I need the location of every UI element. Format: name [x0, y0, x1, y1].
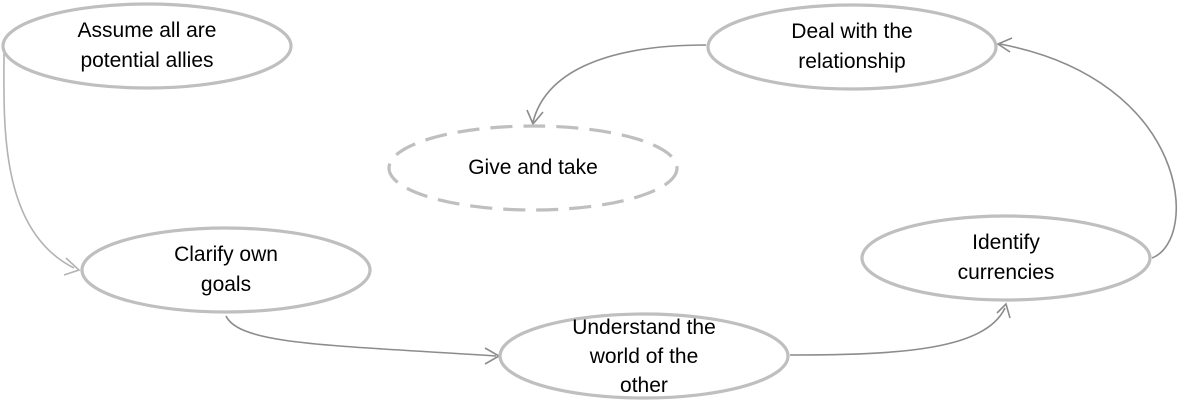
node-deal-label: Deal with the relationship: [791, 20, 913, 73]
node-understand-shape: [498, 312, 790, 400]
arrow-identify-to-deal: [999, 43, 1177, 259]
node-assume-label: Assume all are potential allies: [77, 19, 217, 72]
arrow-assume-to-clarify: [3, 49, 75, 269]
arrow-understand-to-identify-head: [996, 302, 1011, 319]
arrow-identify-to-deal-head: [996, 37, 1013, 53]
arrow-deal-to-give: [532, 44, 707, 123]
node-clarify-label: Clarify own goals: [174, 243, 278, 296]
node-assume-shape: [1, 2, 293, 90]
arrow-understand-to-identify: [789, 307, 1006, 356]
arrow-deal-to-give-head: [526, 109, 544, 126]
node-give-shape: [387, 124, 679, 212]
arrow-assume-to-clarify-head: [63, 257, 81, 276]
node-deal-shape: [706, 3, 998, 91]
arrow-clarify-to-understand: [225, 315, 497, 357]
node-clarify-shape: [80, 226, 372, 314]
node-identify-label: Identify currencies: [957, 231, 1055, 284]
node-identify-shape: [860, 214, 1152, 302]
node-understand-label: Understand the world of the other: [572, 315, 716, 397]
node-give-label: Give and take: [468, 156, 598, 179]
